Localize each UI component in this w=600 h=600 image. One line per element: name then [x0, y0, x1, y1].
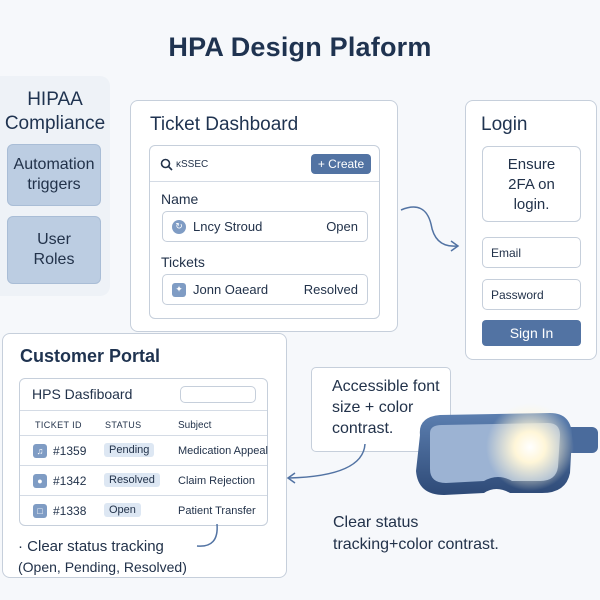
divider [20, 465, 267, 466]
page-title: HPA Design Plaform [168, 32, 432, 62]
status-badge: Pending [104, 443, 155, 457]
status-badge: Resolved [104, 473, 160, 487]
column-header-status: STATUS [105, 420, 142, 430]
sidebar-heading-line2: Compliance [4, 113, 106, 134]
create-button[interactable]: + Create [311, 154, 371, 174]
note-connector [196, 523, 218, 547]
login-note-line1: Ensure [507, 156, 556, 173]
subject-cell: Medication Appeal [178, 445, 268, 457]
vr-caption-line2: tracking+color contrast. [333, 536, 499, 553]
portal-note-line1: · Clear status tracking [18, 538, 164, 555]
callout-line3: contrast. [332, 420, 394, 437]
user-icon: ● [33, 474, 47, 488]
ticket-row-status: Resolved [303, 282, 358, 297]
vr-caption-line1: Clear status [333, 514, 419, 531]
user-circle-icon: ↻ [172, 219, 186, 234]
portal-note-line2: (Open, Pending, Resolved) [18, 559, 187, 575]
sign-in-button[interactable]: Sign In [482, 320, 581, 346]
ticket-id-cell: #1359 [53, 444, 87, 458]
sidebar-item-label: Roles [33, 251, 75, 268]
music-note-icon: ♫ [33, 444, 47, 458]
login-note-line2: 2FA on [508, 176, 555, 193]
search-icon [160, 158, 173, 171]
login-note: Ensure 2FA on login. [482, 146, 581, 222]
bird-icon: ✦ [172, 282, 186, 297]
subject-cell: Patient Transfer [178, 505, 256, 517]
sidebar-item-user-roles[interactable]: User Roles [7, 216, 101, 284]
ticket-row[interactable]: ✦ Jonn Oaeard Resolved [162, 274, 368, 305]
login-note-line3: login. [513, 196, 550, 213]
ticket-id-cell: #1338 [53, 504, 87, 518]
password-field[interactable]: Password [482, 279, 581, 310]
status-badge: Open [104, 503, 141, 517]
callout-line2: size + color [332, 399, 414, 416]
divider [20, 495, 267, 496]
portal-search-input[interactable] [180, 386, 256, 403]
divider [150, 181, 379, 182]
sidebar-item-label: Automation [13, 156, 95, 173]
vr-caption: Clear status tracking+color contrast. [333, 512, 499, 556]
document-icon: □ [33, 504, 47, 518]
vr-headset-icon [416, 403, 598, 495]
sidebar-item-label: User [37, 231, 71, 248]
divider [20, 410, 267, 411]
name-row[interactable]: ↻ Lncy Stroud Open [162, 211, 368, 242]
portal-note: · Clear status tracking (Open, Pending, … [18, 537, 187, 577]
search-bar[interactable]: ĸSSEC [160, 156, 310, 172]
flow-arrow-to-portal [286, 443, 366, 484]
ticket-id-cell: #1342 [53, 474, 87, 488]
portal-dashboard-title: HPS Dasfiboard [32, 386, 133, 402]
sidebar-heading-line1: HIPAA [27, 89, 83, 110]
ticket-row-name: Jonn Oaeard [193, 282, 269, 297]
name-label: Name [161, 191, 199, 207]
column-header-subject: Subject [178, 420, 212, 431]
search-text: ĸSSEC [176, 158, 209, 170]
name-row-name: Lncy Stroud [193, 219, 263, 234]
column-header-ticket-id: TICKET ID [35, 420, 82, 430]
ticket-dashboard-title: Ticket Dashboard [150, 114, 299, 135]
name-row-status: Open [326, 219, 358, 234]
sidebar-item-automation-triggers[interactable]: Automation triggers [7, 144, 101, 206]
customer-portal-title: Customer Portal [20, 346, 161, 366]
login-panel [465, 100, 597, 360]
subject-cell: Claim Rejection [178, 475, 256, 487]
flow-arrow-to-login [400, 206, 460, 252]
sidebar-item-label: triggers [27, 176, 81, 193]
email-field[interactable]: Email [482, 237, 581, 268]
callout-line1: Accessible font [332, 378, 440, 395]
divider [20, 435, 267, 436]
sidebar-heading: HIPAA Compliance [0, 88, 110, 136]
login-title: Login [481, 114, 528, 135]
tickets-label: Tickets [161, 254, 205, 270]
